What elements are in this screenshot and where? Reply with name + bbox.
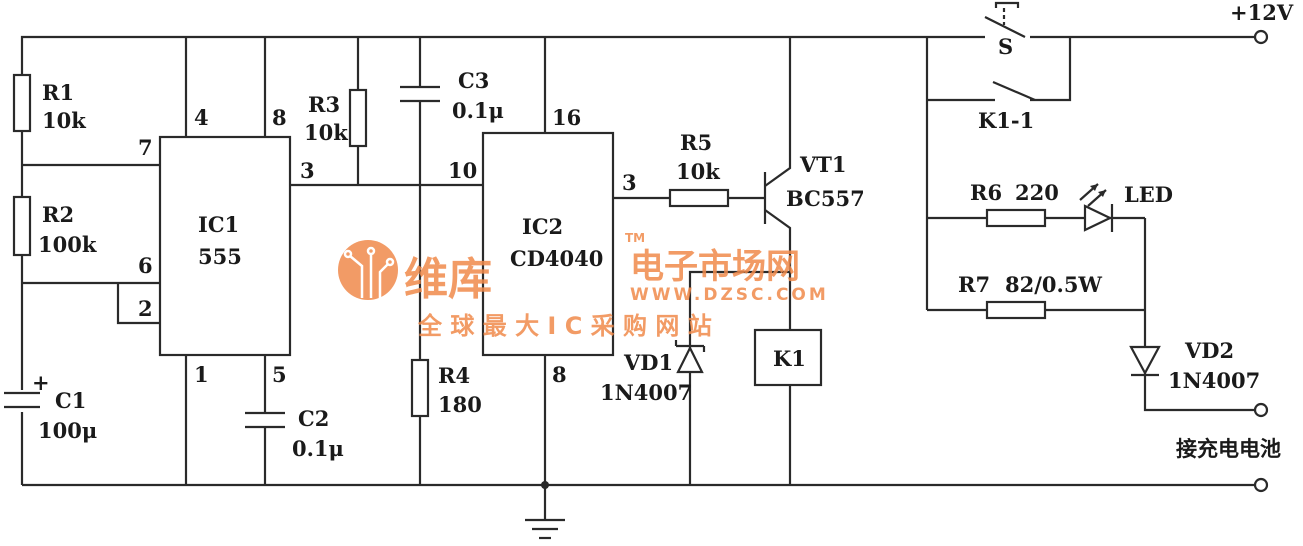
vt1-value: BC557	[786, 186, 865, 211]
ic1-ref: IC1	[198, 212, 239, 237]
ic2-pin10: 10	[448, 158, 477, 183]
c1-polarity: +	[32, 370, 50, 395]
r1-value: 10k	[42, 108, 86, 133]
capacitor-c2	[245, 411, 285, 429]
r2-value: 100k	[38, 232, 97, 257]
r3-ref: R3	[308, 92, 340, 117]
r2-ref: R2	[42, 202, 74, 227]
r7-ref: R7	[958, 272, 990, 297]
capacitor-c3	[400, 85, 440, 103]
vd1-ref: VD1	[623, 350, 673, 375]
resistor-r5	[668, 188, 730, 208]
terminal-plus12v	[1253, 29, 1269, 45]
vd2-ref: VD2	[1184, 338, 1234, 363]
c2-ref: C2	[298, 406, 329, 431]
ic1-555	[158, 135, 292, 357]
watermark-logo-icon	[338, 240, 398, 300]
vd2-value: 1N4007	[1168, 368, 1260, 393]
capacitor-c1	[4, 390, 40, 412]
ic1-pin3: 3	[300, 158, 315, 183]
ic2-ref: IC2	[522, 214, 563, 239]
led-icon	[1079, 183, 1114, 232]
watermark-brand: 维库	[404, 254, 492, 305]
ic1-pin1: 1	[194, 362, 209, 387]
ic1-pin5: 5	[272, 362, 287, 387]
ic1-pin2: 2	[138, 296, 153, 321]
c1-ref: C1	[55, 388, 86, 413]
c3-value: 0.1μ	[452, 98, 504, 123]
resistor-r6	[985, 208, 1047, 228]
resistor-r4	[410, 358, 430, 418]
ic1-pin8: 8	[272, 105, 287, 130]
k1-1-ref: K1-1	[978, 108, 1034, 133]
ic1-pin4: 4	[194, 105, 209, 130]
ic2-pin8: 8	[552, 362, 567, 387]
led-ref: LED	[1124, 182, 1173, 207]
r7-value: 82/0.5W	[1005, 272, 1102, 297]
r5-value: 10k	[676, 159, 720, 184]
relay-contact-k1-1	[992, 80, 1036, 102]
r1-ref: R1	[42, 80, 74, 105]
supply-label: +12V	[1230, 0, 1294, 25]
terminal-battery-plus	[1253, 402, 1269, 418]
switch-s	[984, 1, 1026, 38]
junction-dot	[541, 481, 549, 489]
watermark-name: 电子市场网	[630, 247, 800, 287]
battery-label: 接充电电池	[1176, 437, 1281, 461]
c3-ref: C3	[458, 68, 489, 93]
ic2-cd4040	[481, 131, 615, 357]
r6-ref: R6	[970, 180, 1002, 205]
resistor-r3	[348, 88, 368, 148]
terminal-battery-minus	[1253, 477, 1269, 493]
vt1-ref: VT1	[799, 152, 847, 177]
resistor-r2	[12, 195, 32, 257]
ic2-pin3: 3	[622, 170, 637, 195]
ic1-pin7: 7	[138, 135, 153, 160]
vd1-value: 1N4007	[600, 380, 692, 405]
ic2-pin16: 16	[552, 105, 581, 130]
s-ref: S	[998, 34, 1013, 59]
r4-value: 180	[438, 392, 482, 417]
ic2-value: CD4040	[510, 246, 603, 271]
watermark-url: WWW.DZSC.COM	[630, 285, 829, 305]
watermark-slogan: 全 球 最 大 I C 采 购 网 站	[417, 312, 712, 340]
r5-ref: R5	[680, 130, 712, 155]
ic1-value: 555	[198, 244, 242, 269]
watermark-tm: TM	[625, 231, 645, 245]
resistor-r1	[12, 73, 32, 133]
relay-k1	[753, 328, 823, 387]
watermark: 维库 TM 电子市场网 WWW.DZSC.COM 全 球 最 大 I C 采 购…	[338, 231, 829, 340]
c1-value: 100μ	[38, 418, 97, 443]
k1-ref: K1	[773, 346, 806, 371]
diode-vd2	[1129, 345, 1161, 377]
r6-value: 220	[1015, 180, 1059, 205]
resistor-r7	[985, 300, 1047, 320]
ic1-pin6: 6	[138, 253, 153, 278]
diode-vd1	[674, 340, 706, 374]
r4-ref: R4	[438, 363, 470, 388]
ground-icon	[525, 518, 565, 540]
r3-value: 10k	[304, 120, 348, 145]
c2-value: 0.1μ	[292, 436, 344, 461]
